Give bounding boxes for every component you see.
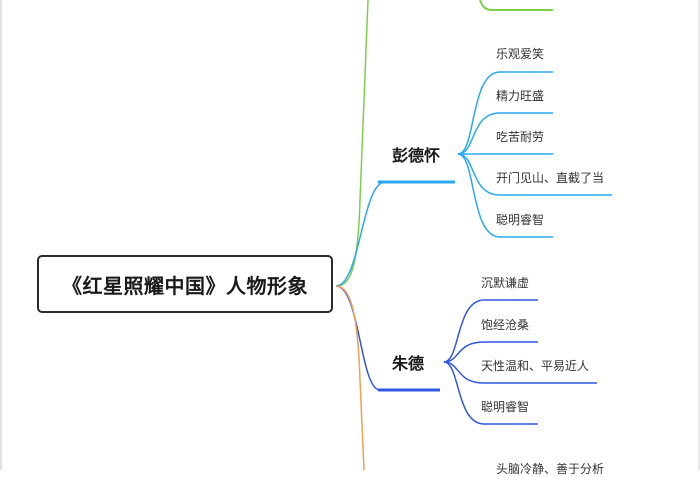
trait-zhu-2[interactable]: 饱经沧桑 <box>481 318 530 332</box>
trait-zhu-3[interactable]: 天性温和、平易近人 <box>481 359 590 373</box>
trait-peng-3[interactable]: 吃苦耐劳 <box>496 130 545 144</box>
frame-right-border <box>698 0 700 470</box>
branch-peng-dehuai[interactable]: 彭德怀 <box>392 146 441 165</box>
trait-peng-1[interactable]: 乐观爱笑 <box>496 47 545 61</box>
trait-peng-5[interactable]: 聪明睿智 <box>496 213 545 227</box>
trait-orange-1[interactable]: 头脑冷静、善于分析 <box>496 462 605 476</box>
frame-left-border <box>0 0 2 470</box>
trait-zhu-4[interactable]: 聪明睿智 <box>481 400 530 414</box>
trait-peng-4[interactable]: 开门见山、直截了当 <box>496 171 605 185</box>
branch-zhu-de[interactable]: 朱德 <box>392 354 425 373</box>
root-title: 《红星照耀中国》人物形象 <box>62 273 308 298</box>
root-node[interactable]: 《红星照耀中国》人物形象 <box>37 255 333 313</box>
trait-peng-2[interactable]: 精力旺盛 <box>496 89 545 103</box>
trait-zhu-1[interactable]: 沉默谦虚 <box>481 276 530 290</box>
